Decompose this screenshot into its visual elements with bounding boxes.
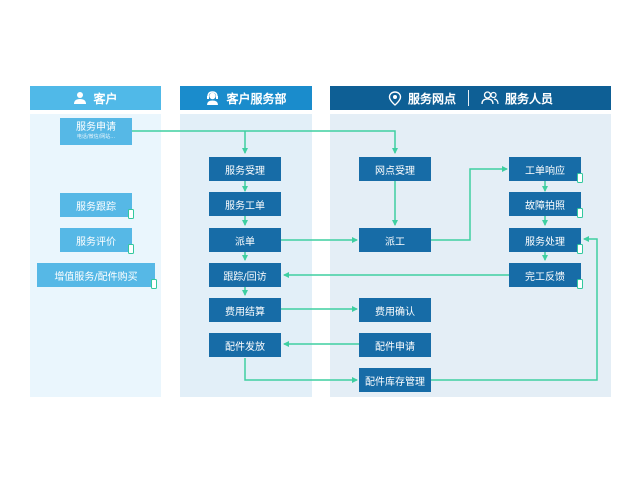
node-label: 服务申请 [76,122,116,134]
node-fee-settlement[interactable]: 费用结算 [209,298,281,322]
lane-title-staff: 服务人员 [505,91,554,106]
node-fault-photo[interactable]: 故障拍照 [509,192,583,218]
node-label: 增值服务/配件购买 [54,271,138,283]
lane-header-customer: 客户 [30,86,161,110]
node-service-tracking[interactable]: 服务跟踪 [60,193,134,219]
lane-header-network-staff: 服务网点 服务人员 [330,86,611,110]
node-dispatch[interactable]: 派单 [209,228,281,252]
node-label: 费用确认 [375,306,415,318]
person-icon [73,91,87,105]
node-parts-request[interactable]: 配件申请 [359,333,431,357]
node-label: 派单 [235,236,255,248]
people-icon [481,91,499,105]
mobile-phone-icon [577,208,583,218]
node-parts-issue[interactable]: 配件发放 [209,333,281,357]
mobile-phone-icon [128,244,134,254]
node-label: 工单响应 [525,165,565,177]
node-ticket-response[interactable]: 工单响应 [509,157,583,183]
node-network-accept[interactable]: 网点受理 [359,157,431,181]
node-fee-confirm[interactable]: 费用确认 [359,298,431,322]
node-label: 服务跟踪 [76,201,116,213]
lane-title-service-dept: 客户服务部 [226,91,287,106]
node-label: 费用结算 [225,306,265,318]
header-divider [468,90,469,106]
node-label: 派工 [385,236,405,248]
lane-header-service-dept: 客户服务部 [180,86,312,110]
mobile-phone-icon [128,209,134,219]
headset-agent-icon [205,91,220,105]
node-parts-inventory[interactable]: 配件库存管理 [359,368,431,392]
node-service-ticket[interactable]: 服务工单 [209,192,281,216]
node-service-request[interactable]: 服务申请 电话/微信/网站... [60,118,132,145]
node-label: 服务工单 [225,200,265,212]
node-label: 配件发放 [225,341,265,353]
node-label: 配件申请 [375,341,415,353]
node-label: 服务评价 [76,236,116,248]
node-service-accept[interactable]: 服务受理 [209,157,281,181]
node-completion-feedback[interactable]: 完工反馈 [509,263,583,289]
lane-body-customer [30,114,161,397]
node-service-handling[interactable]: 服务处理 [509,228,583,254]
node-label: 完工反馈 [525,271,565,283]
node-service-evaluation[interactable]: 服务评价 [60,228,134,254]
node-tracking-visit[interactable]: 跟踪/回访 [209,263,281,287]
node-label: 配件库存管理 [365,376,425,388]
mobile-phone-icon [577,173,583,183]
node-sublabel: 电话/微信/网站... [76,133,116,140]
mobile-phone-icon [577,279,583,289]
node-label: 网点受理 [375,165,415,177]
lane-title-customer: 客户 [93,91,118,106]
mobile-phone-icon [151,279,157,289]
node-assign-work[interactable]: 派工 [359,228,431,252]
node-label: 故障拍照 [525,200,565,212]
node-value-added[interactable]: 增值服务/配件购买 [37,263,157,289]
node-label: 跟踪/回访 [223,271,267,283]
location-pin-icon [388,90,402,106]
mobile-phone-icon [577,244,583,254]
node-label: 服务处理 [525,236,565,248]
lane-title-network: 服务网点 [407,91,456,106]
node-label: 服务受理 [225,165,265,177]
